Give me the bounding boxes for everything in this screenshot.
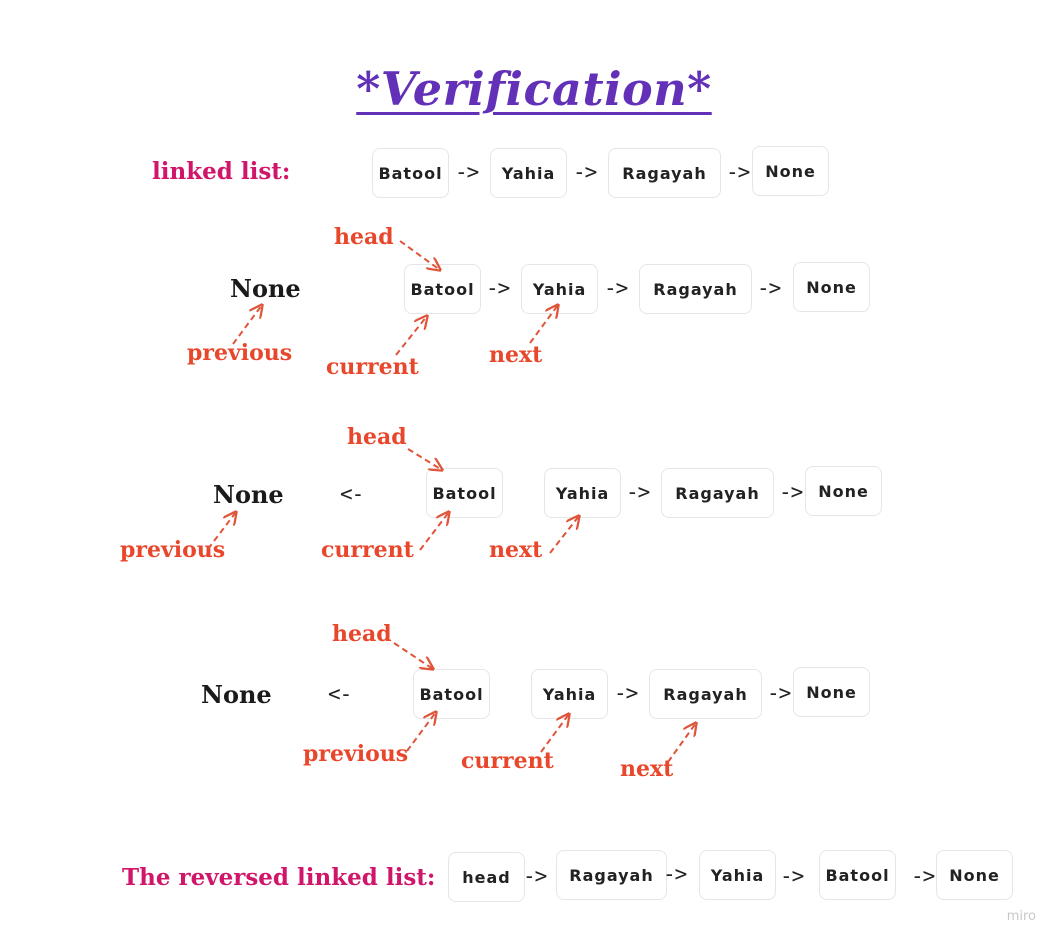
diagram-title: *Verification* <box>356 62 712 116</box>
reversed-link-arrow: <- <box>328 682 352 706</box>
head-pointer-label: head <box>347 424 407 450</box>
link-arrow: -> <box>757 276 781 300</box>
node-ragayah: Ragayah <box>661 468 774 518</box>
link-arrow: -> <box>573 160 597 184</box>
node-ragayah: Ragayah <box>556 850 667 900</box>
reversed-link-arrow: <- <box>340 482 364 506</box>
previous-none-label: None <box>230 274 301 303</box>
node-yahia: Yahia <box>531 669 608 719</box>
link-arrow: -> <box>767 681 791 705</box>
link-arrow: -> <box>486 276 510 300</box>
node-none: None <box>793 262 870 312</box>
link-arrow: -> <box>911 864 935 888</box>
node-batool: Batool <box>372 148 449 198</box>
head-pointer-label: head <box>334 224 394 250</box>
link-arrow: -> <box>626 480 650 504</box>
node-batool: Batool <box>413 669 490 719</box>
current-pointer-label: current <box>326 354 419 380</box>
next-pointer-label: next <box>489 537 543 563</box>
node-yahia: Yahia <box>544 468 621 518</box>
current-pointer-label: current <box>321 537 414 563</box>
next-pointer-label: next <box>489 342 543 368</box>
node-ragayah: Ragayah <box>639 264 752 314</box>
node-none: None <box>936 850 1013 900</box>
link-arrow: -> <box>663 862 687 886</box>
head-pointer-label: head <box>332 621 392 647</box>
link-arrow: -> <box>614 681 638 705</box>
node-none: None <box>805 466 882 516</box>
link-arrow: -> <box>726 160 750 184</box>
previous-pointer-arrow <box>232 305 262 345</box>
node-yahia: Yahia <box>490 148 567 198</box>
node-none: None <box>793 667 870 717</box>
link-arrow: -> <box>604 276 628 300</box>
link-arrow: -> <box>779 480 803 504</box>
head-pointer-arrow <box>393 642 433 669</box>
link-arrow: -> <box>523 864 547 888</box>
next-pointer-arrow <box>549 516 579 554</box>
node-batool: Batool <box>426 468 503 518</box>
current-pointer-arrow <box>540 714 569 753</box>
current-pointer-arrow <box>395 316 427 356</box>
node-batool: Batool <box>819 850 896 900</box>
previous-pointer-label: previous <box>303 741 409 767</box>
head-pointer-arrow <box>407 448 442 470</box>
previous-none-label: None <box>213 480 284 509</box>
miro-watermark: miro <box>1006 909 1036 924</box>
node-none: None <box>752 146 829 196</box>
link-arrow: -> <box>455 160 479 184</box>
previous-pointer-label: previous <box>187 340 293 366</box>
node-ragayah: Ragayah <box>649 669 762 719</box>
node-batool: Batool <box>404 264 481 314</box>
node-yahia: Yahia <box>521 264 598 314</box>
next-pointer-label: next <box>620 756 674 782</box>
current-pointer-label: current <box>461 748 554 774</box>
node-head: head <box>448 852 525 902</box>
link-arrow: -> <box>780 864 804 888</box>
node-ragayah: Ragayah <box>608 148 721 198</box>
node-yahia: Yahia <box>699 850 776 900</box>
previous-none-label: None <box>201 680 272 709</box>
reversed-list-label: The reversed linked list: <box>122 864 436 891</box>
previous-pointer-label: previous <box>120 537 226 563</box>
linked-list-label: linked list: <box>152 158 291 185</box>
